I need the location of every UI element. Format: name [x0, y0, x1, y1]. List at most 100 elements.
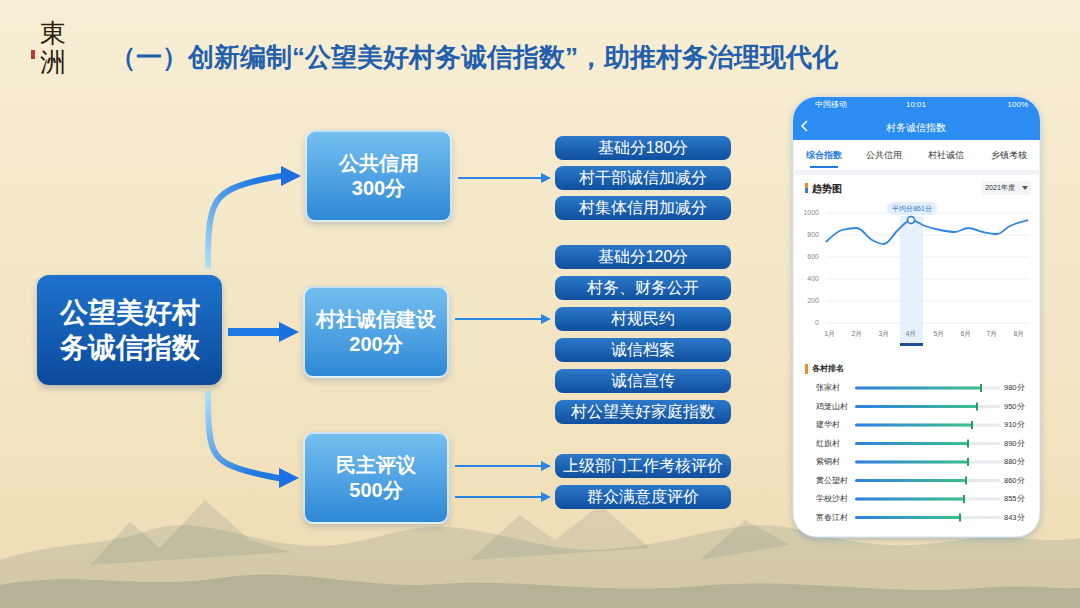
screen-text: 8月 — [1014, 330, 1025, 338]
node-text: 诚信宣传 — [611, 371, 675, 390]
node-text: 基础分120分 — [598, 247, 689, 266]
rank-track — [855, 424, 1000, 427]
year-dropdown — [981, 181, 1031, 195]
node-text: 基础分180分 — [598, 138, 689, 157]
rank-bar — [855, 405, 977, 408]
grid-line — [826, 257, 1030, 258]
screen-text: 855分 — [1004, 495, 1025, 503]
screen-text: 980分 — [1004, 384, 1025, 392]
screen-text: 公共信用 — [866, 151, 902, 161]
rank-track — [855, 442, 1000, 445]
connector-arrow — [208, 391, 279, 478]
screen-text: 乡镇考核 — [991, 151, 1027, 161]
item-box: 村务、财务公开 — [555, 276, 731, 300]
screen-text: 100% — [1008, 101, 1028, 110]
rank-tick — [965, 477, 967, 485]
screen-text: 600 — [807, 253, 819, 261]
item-box: 村干部诚信加减分 — [555, 166, 731, 190]
connector-arrow — [208, 176, 281, 269]
node-text: 民主评议 — [336, 453, 416, 478]
screen-text: 200 — [807, 297, 819, 305]
screen-text: 建华村 — [816, 421, 840, 429]
screen-text: 村务诚信指数 — [886, 122, 946, 133]
node-text: 村规民约 — [611, 309, 675, 328]
screen-text: 843分 — [1004, 513, 1025, 521]
screen-text: 鸡笼山村 — [816, 402, 848, 410]
section-marker — [805, 364, 808, 374]
screen-text: 黄公望村 — [816, 476, 848, 484]
node-text: 村社诚信建设 — [316, 307, 436, 332]
section-divider — [793, 170, 1040, 175]
screen-text: 村社诚信 — [928, 151, 964, 161]
screen-text: 1000 — [803, 209, 819, 217]
rank-track — [855, 498, 1000, 501]
screen-text: 880分 — [1004, 458, 1025, 466]
screen-text: 4月 — [906, 330, 917, 338]
category-box: 民主评议500分 — [303, 432, 449, 524]
highlight-band — [900, 216, 923, 344]
category-box: 公共信用300分 — [305, 130, 452, 222]
node-text: 上级部门工作考核评价 — [563, 456, 723, 475]
item-box: 基础分180分 — [555, 136, 731, 160]
rank-bar — [855, 498, 964, 501]
screen-text: 3月 — [879, 330, 890, 338]
rank-bar — [855, 516, 960, 519]
screen-text: 紫铜村 — [816, 458, 840, 466]
screen-text: 1月 — [825, 330, 836, 338]
tab-underline — [810, 166, 838, 168]
rank-tick — [980, 384, 982, 392]
rank-tick — [963, 495, 965, 503]
screen-text: 5月 — [934, 330, 945, 338]
screen-text: 7月 — [987, 330, 998, 338]
screen-text: 6月 — [961, 330, 972, 338]
item-box: 上级部门工作考核评价 — [555, 454, 731, 478]
rank-bar — [855, 387, 981, 390]
screen-text: 平均分861分 — [892, 205, 932, 213]
node-text: 公望美好村务诚信指数 — [55, 295, 205, 365]
item-box: 群众满意度评价 — [555, 485, 731, 509]
trend-line — [826, 220, 1028, 244]
trend-point — [908, 217, 915, 224]
rank-bar — [855, 442, 968, 445]
item-box: 村规民约 — [555, 307, 731, 331]
screen-text: 富春江村 — [816, 513, 848, 521]
screen-text: 400 — [807, 275, 819, 283]
screen-text: 各村排名 — [812, 365, 844, 374]
rank-track — [855, 516, 1000, 519]
node-text: 公共信用 — [339, 151, 419, 176]
rank-tick — [967, 458, 969, 466]
logo-seal — [31, 50, 35, 59]
landscape-peak — [90, 500, 290, 565]
rank-tick — [971, 421, 973, 429]
month-marker — [900, 343, 923, 346]
grid-line — [826, 235, 1030, 236]
connector-arrow — [455, 496, 541, 498]
connector-arrow — [228, 328, 279, 336]
dropdown-caret — [1022, 186, 1028, 190]
logo-text: 東洲 — [40, 20, 66, 77]
tooltip-box — [887, 202, 937, 215]
screen-text: 综合指数 — [806, 151, 842, 161]
node-text: 500分 — [349, 478, 402, 503]
rank-tick — [976, 403, 978, 411]
phone-header — [793, 97, 1040, 140]
screen-text: 学校沙村 — [816, 495, 848, 503]
screen-text: 10:01 — [906, 101, 926, 110]
grid-line — [826, 279, 1030, 280]
rank-bar — [855, 479, 966, 482]
main-index-box: 公望美好村务诚信指数 — [37, 275, 222, 385]
rank-track — [855, 461, 1000, 464]
screen-text: 890分 — [1004, 439, 1025, 447]
screen-text: 中国移动 — [815, 101, 847, 110]
landscape-foreground — [0, 575, 1080, 608]
screen-text: 800 — [807, 231, 819, 239]
rank-track — [855, 387, 1000, 390]
node-text: 村公望美好家庭指数 — [571, 402, 715, 421]
node-text: 群众满意度评价 — [587, 487, 699, 506]
node-text: 村集体信用加减分 — [579, 198, 707, 217]
screen-text: 趋势图 — [812, 183, 842, 194]
node-text: 300分 — [352, 176, 405, 201]
screen-text: 910分 — [1004, 421, 1025, 429]
item-box: 村集体信用加减分 — [555, 196, 731, 220]
